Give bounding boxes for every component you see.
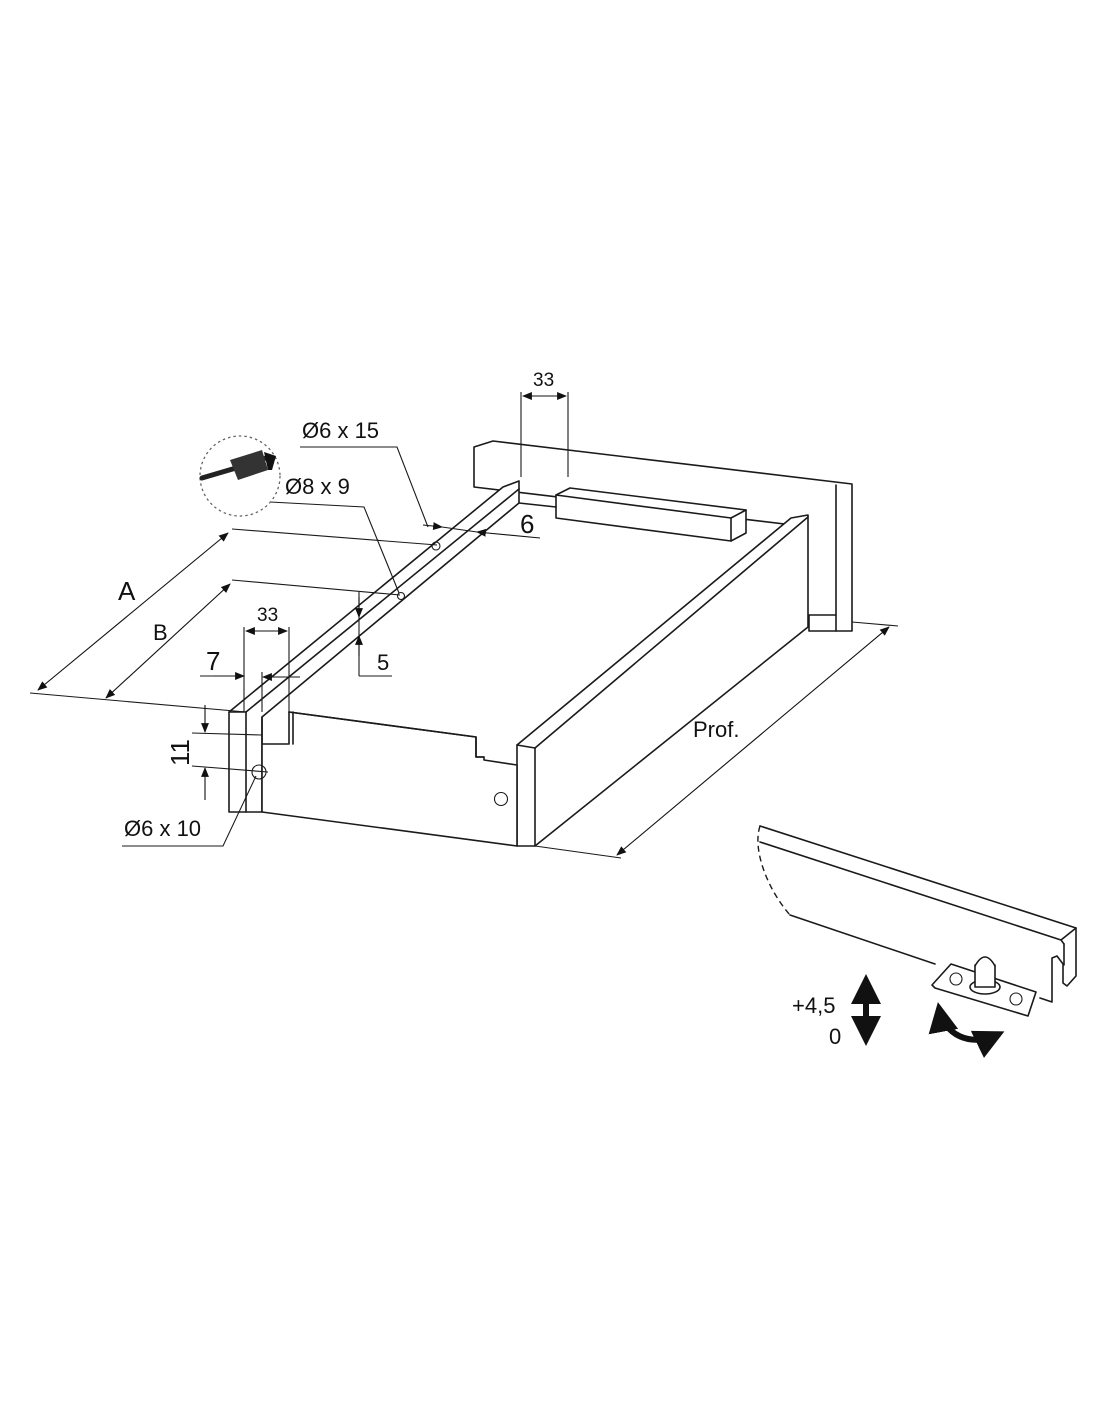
rail-detail [757,825,1077,1017]
dim-depth: Prof. [693,717,739,742]
right-side-rail [516,514,809,847]
drawer-body [228,440,853,847]
dim-11: 11 [165,739,195,766]
screw-detail-icon [199,435,281,517]
dimension-lines [29,392,899,859]
dim-6: 6 [520,509,534,539]
dim-b: B [153,620,168,645]
dim-33-top: 33 [533,370,554,391]
dim-hole-front: Ø6 x 10 [124,816,201,841]
dim-7: 7 [206,646,220,676]
rotation-arrow-icon [928,1002,1005,1058]
dim-5: 5 [377,650,389,675]
front-panel-hole [493,791,509,807]
dim-33-front: 33 [257,605,278,626]
dim-hole-mid: Ø8 x 9 [285,474,350,499]
front-panel [261,711,518,847]
dim-hole-top: Ø6 x 15 [302,418,379,443]
dim-a: A [118,576,136,606]
adjust-range-bottom: 0 [829,1024,841,1049]
adjust-range-top: +4,5 [792,993,835,1018]
